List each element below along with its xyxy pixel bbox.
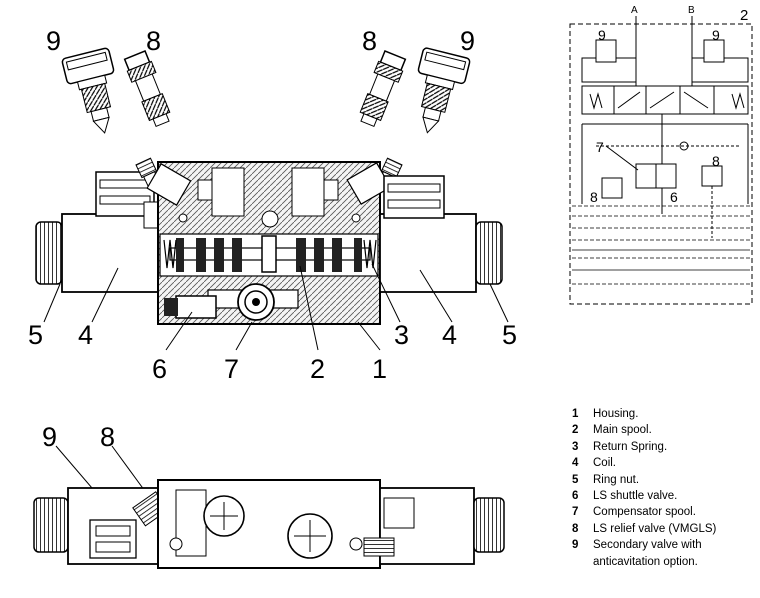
legend-text: Return Spring. bbox=[593, 440, 668, 453]
callout-right-4: 4 bbox=[442, 320, 457, 350]
coil-right bbox=[379, 213, 477, 293]
callout-left-7: 7 bbox=[224, 354, 239, 384]
legend-number: 8 bbox=[572, 522, 579, 535]
legend-text: Ring nut. bbox=[593, 473, 640, 486]
callout-right-5: 5 bbox=[502, 320, 517, 350]
callout-left-6: 6 bbox=[152, 354, 167, 384]
legend-number: 2 bbox=[572, 424, 579, 437]
return-spring-left bbox=[163, 239, 177, 269]
callout-bottom-9: 9 bbox=[42, 422, 57, 452]
secondary-valve-cartridge-right bbox=[417, 47, 471, 134]
legend-item: 6 LS shuttle valve. bbox=[572, 488, 757, 504]
legend-item: 3 Return Spring. bbox=[572, 439, 757, 455]
main-spool bbox=[169, 235, 371, 273]
hydraulic-schematic: 2 A B 9 9 7 8 8 6 bbox=[569, 5, 753, 305]
legend-text: Main spool. bbox=[593, 424, 652, 437]
ring-nut-right bbox=[475, 221, 503, 285]
return-spring-right bbox=[363, 239, 377, 269]
schematic-label-right-8: 8 bbox=[712, 153, 720, 169]
callout-left-5: 5 bbox=[28, 320, 43, 350]
legend-number: 9 bbox=[572, 539, 579, 552]
valve-top-view bbox=[33, 479, 505, 569]
schematic-label-left-8: 8 bbox=[590, 189, 598, 205]
legend-number: 6 bbox=[572, 490, 579, 503]
legend-text: Coil. bbox=[593, 457, 617, 470]
relief-valve-cartridge-left bbox=[123, 50, 171, 128]
schematic-label-6: 6 bbox=[670, 189, 678, 205]
secondary-valve-cartridge-left bbox=[61, 47, 115, 134]
legend-text: LS shuttle valve. bbox=[593, 490, 678, 503]
legend-item: 7 Compensator spool. bbox=[572, 504, 757, 520]
callout-mid-2: 2 bbox=[310, 354, 325, 384]
port-a-label: A bbox=[631, 5, 638, 16]
legend-item: 4 Coil. bbox=[572, 455, 757, 471]
legend-number: 4 bbox=[572, 457, 579, 470]
figure-number: 2 bbox=[740, 7, 748, 24]
shuttle-valve bbox=[164, 295, 217, 319]
legend-number: 1 bbox=[572, 408, 579, 420]
legend-item: 5 Ring nut. bbox=[572, 472, 757, 488]
legend-item: 8 LS relief valve (VMGLS) bbox=[572, 521, 757, 537]
callout-top-right-8: 8 bbox=[362, 26, 377, 56]
valve-cross-section bbox=[35, 157, 503, 325]
legend-item: 2 Main spool. bbox=[572, 422, 757, 438]
callout-right-3: 3 bbox=[394, 320, 409, 350]
schematic-label-right-9: 9 bbox=[712, 27, 720, 43]
callout-top-left-9: 9 bbox=[46, 26, 61, 56]
legend-number: 7 bbox=[572, 506, 579, 519]
ring-nut-left bbox=[35, 221, 63, 285]
legend-number: 5 bbox=[572, 473, 579, 486]
callout-top-right-9: 9 bbox=[460, 26, 475, 56]
callout-top-left-8: 8 bbox=[146, 26, 161, 56]
legend-item: 1 Housing. bbox=[572, 406, 757, 422]
legend-text: Housing. bbox=[593, 408, 639, 420]
callout-mid-1: 1 bbox=[372, 354, 387, 384]
schematic-label-left-9: 9 bbox=[598, 27, 606, 43]
port-b-label: B bbox=[688, 5, 695, 16]
callout-left-4: 4 bbox=[78, 320, 93, 350]
legend-item: 9 Secondary valve with anticavitation op… bbox=[572, 537, 757, 570]
legend-text: Compensator spool. bbox=[593, 506, 696, 519]
relief-valve-cartridge-right bbox=[359, 50, 407, 128]
legend-number: 3 bbox=[572, 440, 579, 453]
legend-text: Secondary valve with anticavitation opti… bbox=[593, 539, 702, 568]
schematic-label-7: 7 bbox=[596, 139, 604, 155]
callout-bottom-8: 8 bbox=[100, 422, 115, 452]
legend: 1 Housing. 2 Main spool. 3 Return Spring… bbox=[572, 406, 757, 570]
callout-numbers: 9 8 8 9 5 4 6 7 2 1 3 4 5 9 8 bbox=[28, 26, 517, 452]
legend-text: LS relief valve (VMGLS) bbox=[593, 522, 717, 535]
